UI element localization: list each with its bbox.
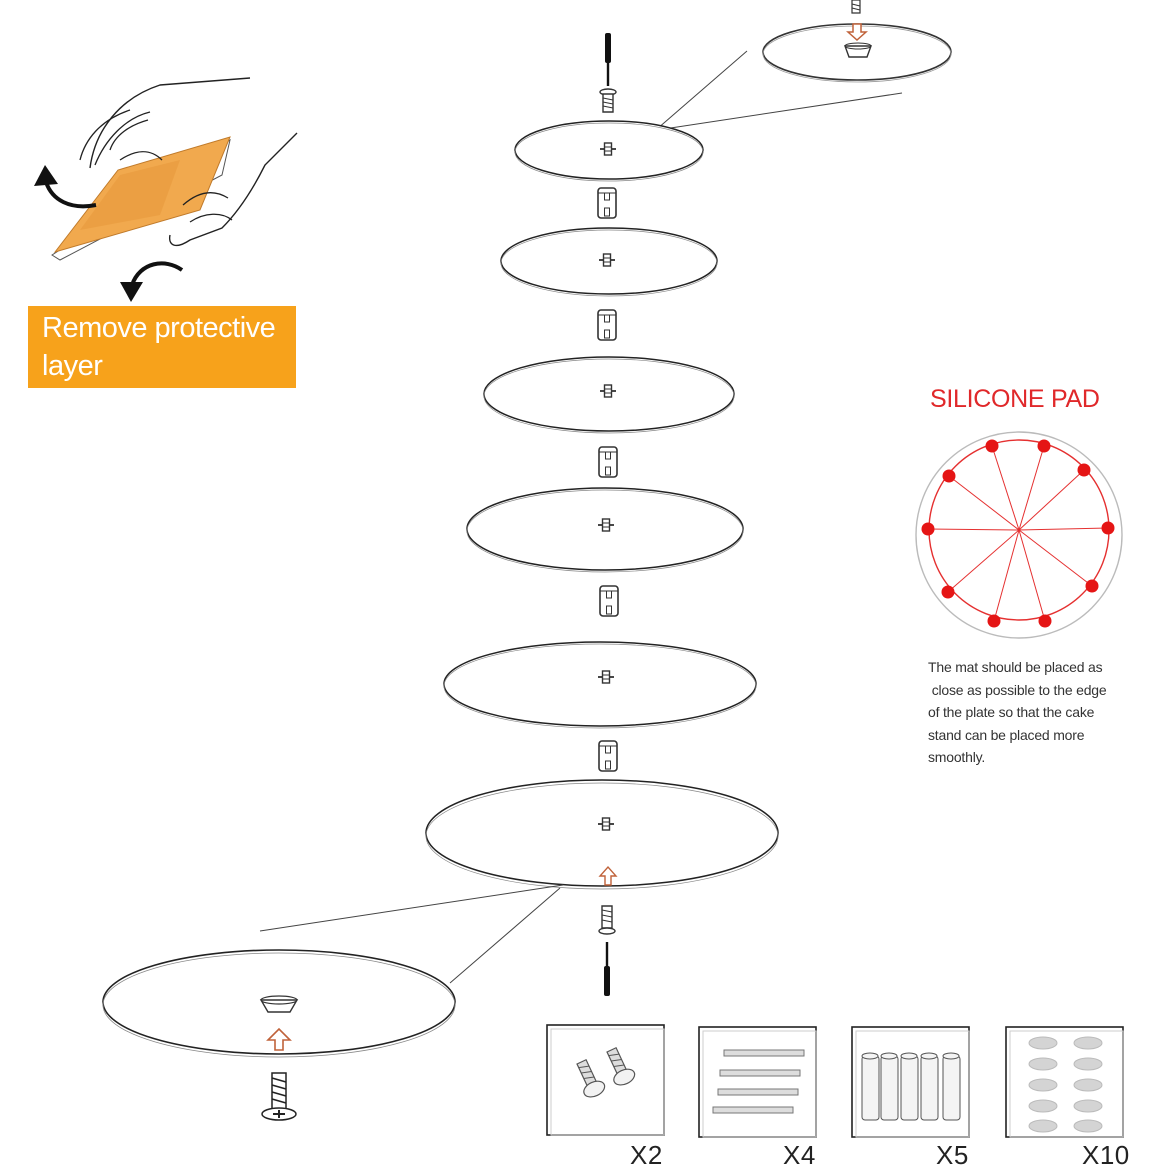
curved-arrow-icon xyxy=(120,261,184,302)
connectors-quantity: X5 xyxy=(936,1140,969,1170)
tier-plate-1 xyxy=(514,120,704,182)
tier-plate-2 xyxy=(500,227,718,297)
note-line: of the plate so that the cake xyxy=(928,704,1095,721)
silicone-pad-title: SILICONE PAD xyxy=(930,385,1100,413)
parts-box-rods xyxy=(698,1026,817,1138)
note-line: smoothly. xyxy=(928,749,986,766)
note-line: The mat should be placed as xyxy=(928,659,1103,675)
parts-box-silicone-pads xyxy=(1005,1026,1124,1138)
hand-peeling-icon xyxy=(51,77,298,261)
silicone-pad-note: The mat should be placed as close as pos… xyxy=(928,656,1107,769)
arrow-up-icon xyxy=(598,865,618,886)
arrow-up-icon xyxy=(266,1027,292,1051)
note-line: close as possible to the edge xyxy=(928,681,1107,698)
screw-icon xyxy=(261,1072,297,1121)
connector-3 xyxy=(598,446,618,478)
bottom-detail-plate xyxy=(102,949,456,1058)
screw-icon xyxy=(599,88,617,113)
top-detail-plate xyxy=(762,0,952,83)
screwdriver-icon xyxy=(604,942,610,996)
arrow-down-icon xyxy=(846,23,868,42)
connector-5 xyxy=(598,740,618,772)
note-line: stand can be placed more xyxy=(928,726,1085,743)
screw-icon xyxy=(598,905,616,935)
screws-quantity: X2 xyxy=(630,1140,663,1170)
connector-1 xyxy=(597,187,617,219)
remove-protective-layer-label: Remove protective layer xyxy=(28,306,296,388)
tier-plate-5 xyxy=(443,641,757,729)
parts-box-connectors xyxy=(851,1026,970,1138)
silicone-pads-quantity: X10 xyxy=(1082,1140,1130,1170)
connector-4 xyxy=(599,585,619,617)
screwdriver-icon xyxy=(605,33,611,86)
tier-plate-4 xyxy=(466,487,744,573)
silicone-pad-diagram xyxy=(915,431,1123,639)
rods-quantity: X4 xyxy=(783,1140,816,1170)
parts-box-screws xyxy=(546,1024,665,1136)
curved-arrow-icon xyxy=(34,165,97,209)
tier-plate-6 xyxy=(425,779,779,890)
connector-2 xyxy=(597,309,617,341)
tier-plate-3 xyxy=(483,356,735,434)
